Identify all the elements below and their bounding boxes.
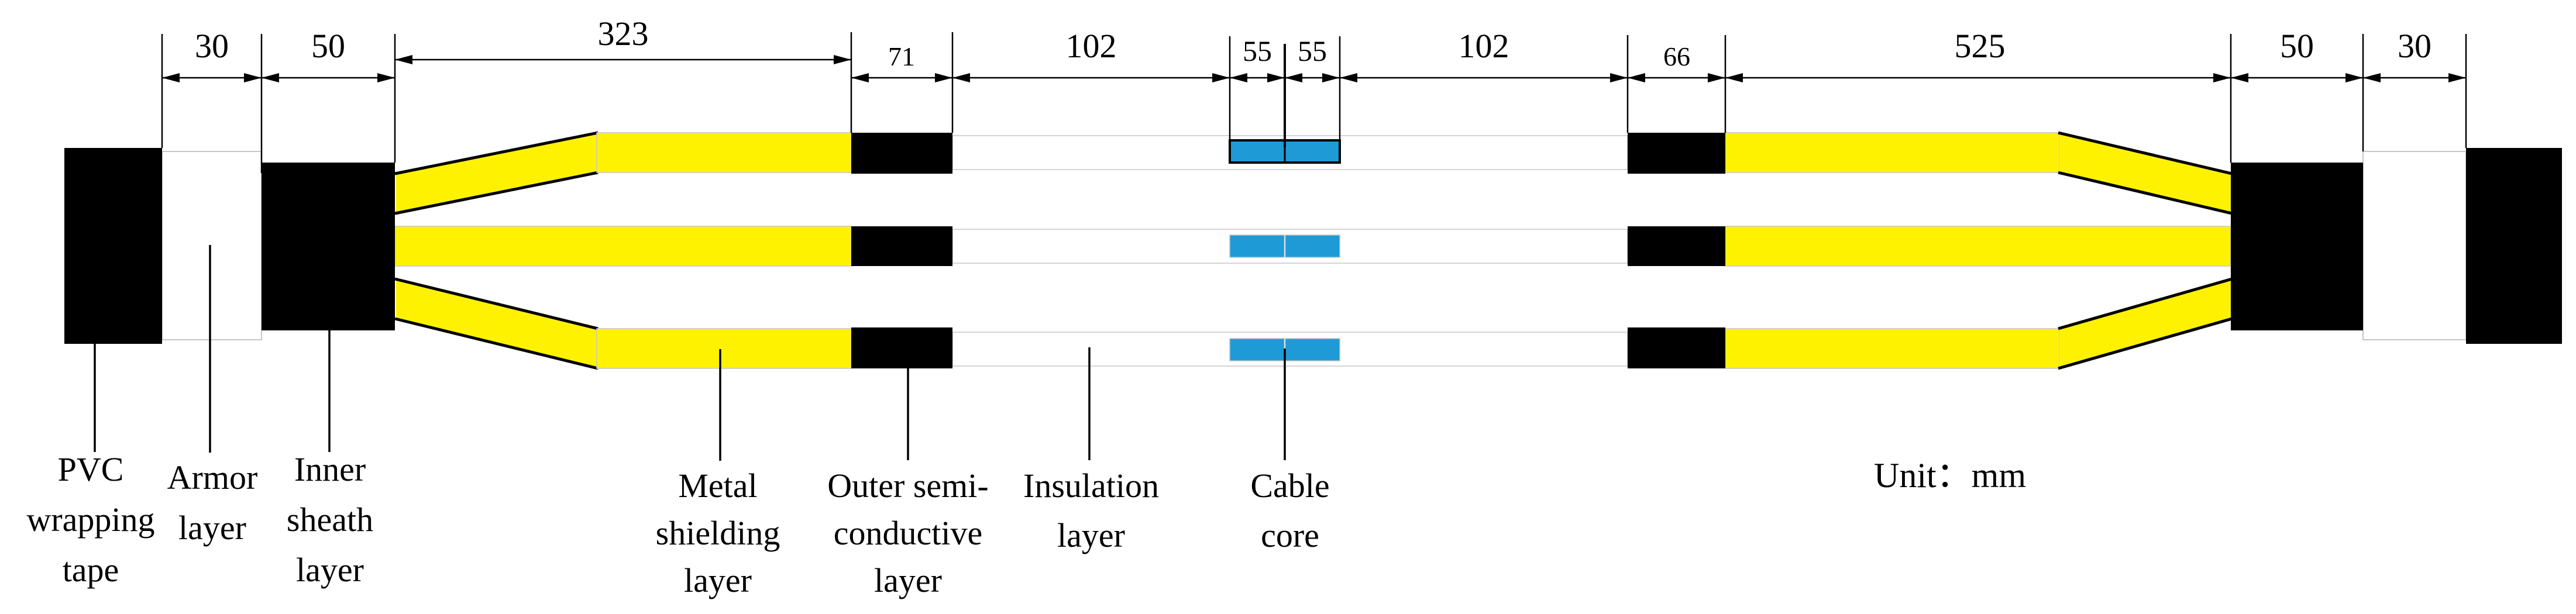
- label-line: sheath: [287, 501, 373, 539]
- unit-note: Unit：mm: [1874, 456, 2026, 495]
- pvc-wrapping-tape-left: [64, 148, 162, 344]
- outer-semiconductive-top-right: [1628, 133, 1725, 174]
- dim-value-armor-right: 30: [2398, 27, 2431, 65]
- dim-value-55-left: 55: [1243, 35, 1272, 67]
- outer-semiconductive-bottom-left: [851, 327, 952, 368]
- metal-shielding-slope-bottom-left: [396, 279, 597, 368]
- metal-shielding-slope-top-right: [2059, 133, 2231, 213]
- outer-semiconductive-middle-left: [851, 226, 952, 266]
- metal-shielding-slope-top-left: [396, 133, 597, 213]
- metal-shielding-bottom-left: [596, 328, 852, 369]
- label-outer-semiconductive-layer: Outer semi- conductive layer: [827, 467, 988, 599]
- label-line: Insulation: [1023, 467, 1159, 505]
- label-armor-layer: Armor layer: [167, 458, 258, 547]
- slope-edge: [394, 277, 599, 330]
- slope-edge: [394, 131, 599, 175]
- label-line: wrapping: [26, 501, 154, 539]
- label-line: layer: [1057, 516, 1125, 554]
- slope-edge: [394, 171, 599, 215]
- dim-value-sheath-left: 50: [311, 27, 345, 65]
- slope-edge: [2058, 317, 2233, 370]
- slope-edge: [2058, 131, 2233, 175]
- label-line: tape: [63, 551, 119, 589]
- armor-layer-left: [161, 151, 262, 340]
- slope-edge: [394, 317, 599, 370]
- dim-value-armor-left: 30: [195, 27, 229, 65]
- label-line: Outer semi-: [827, 467, 988, 505]
- metal-shielding-middle-right: [1725, 226, 2231, 267]
- label-pvc-wrapping-tape: PVC wrapping tape: [26, 450, 154, 589]
- label-line: Inner: [294, 450, 366, 488]
- dim-value-66: 66: [1663, 42, 1690, 71]
- outer-semiconductive-middle-right: [1628, 226, 1725, 266]
- outer-semiconductive-top-left: [851, 133, 952, 174]
- label-line: core: [1261, 516, 1319, 554]
- label-inner-sheath-layer: Inner sheath layer: [287, 450, 373, 589]
- outer-semiconductive-bottom-right: [1628, 327, 1725, 368]
- label-cable-core: Cable core: [1250, 467, 1329, 554]
- dim-value-323: 323: [598, 15, 649, 53]
- dim-value-102-right: 102: [1459, 27, 1509, 65]
- metal-shielding-slope-bottom-right: [2059, 279, 2231, 368]
- dim-value-525: 525: [1955, 27, 2006, 65]
- label-line: layer: [178, 509, 246, 547]
- label-line: layer: [296, 551, 364, 589]
- metal-shielding-middle-left: [394, 226, 852, 267]
- label-line: Metal: [678, 467, 757, 505]
- metal-shielding-top-left: [596, 132, 852, 173]
- dim-value-71: 71: [888, 42, 915, 71]
- label-line: conductive: [834, 514, 982, 552]
- inner-sheath-right: [2231, 163, 2363, 330]
- label-line: shielding: [656, 514, 780, 552]
- pvc-wrapping-tape-right: [2466, 148, 2562, 344]
- label-insulation-layer: Insulation layer: [1023, 467, 1159, 554]
- metal-shielding-top-right: [1725, 132, 2060, 173]
- armor-layer-right: [2362, 151, 2467, 340]
- label-metal-shielding-layer: Metal shielding layer: [656, 467, 780, 599]
- metal-shielding-bottom-right: [1725, 328, 2060, 369]
- dim-value-55-right: 55: [1298, 35, 1327, 67]
- slope-edge: [2058, 171, 2233, 215]
- label-line: layer: [874, 561, 942, 599]
- dim-value-sheath-right: 50: [2280, 27, 2314, 65]
- dim-value-102-left: 102: [1066, 27, 1117, 65]
- label-line: Cable: [1250, 467, 1329, 505]
- inner-sheath-left: [262, 163, 395, 330]
- slope-edge: [2058, 277, 2233, 330]
- label-line: layer: [684, 561, 752, 599]
- label-line: PVC: [58, 450, 124, 488]
- label-line: Armor: [167, 458, 258, 496]
